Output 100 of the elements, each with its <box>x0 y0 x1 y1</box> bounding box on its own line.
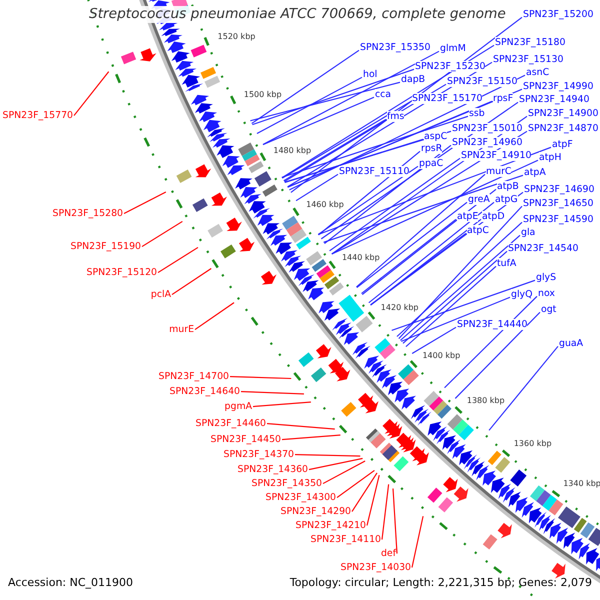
gene-label: rpsR <box>421 142 442 154</box>
leader-line <box>282 44 494 178</box>
leader-line <box>318 166 418 235</box>
leader-line <box>230 376 292 380</box>
leader-line <box>262 50 440 145</box>
leader-line <box>370 218 482 306</box>
gene-label: asnC <box>526 66 550 78</box>
leader-line <box>454 312 540 399</box>
leader-line <box>289 74 526 190</box>
gene-label: glyS <box>536 272 556 282</box>
leader-line <box>332 160 538 254</box>
gene-label: SPN23F_14960 <box>452 136 522 148</box>
gene-label: ssb <box>469 108 485 118</box>
leader-line <box>352 472 378 512</box>
leader-line <box>402 250 508 344</box>
gene-label: fms <box>387 110 404 122</box>
leader-line <box>412 326 456 354</box>
leader-line <box>400 234 520 341</box>
gene-label: SPN23F_15350 <box>360 42 430 52</box>
leader-line <box>262 96 374 146</box>
gene-label: atpC <box>467 224 489 236</box>
leader-line <box>488 346 558 431</box>
leader-line <box>318 150 420 236</box>
gene-label: cca <box>375 88 392 100</box>
leader-line <box>251 50 360 124</box>
gene-label: atpH <box>539 152 562 162</box>
gene-label: SPN23F_14030 <box>340 562 411 572</box>
leader-line <box>401 296 510 342</box>
leader-line <box>282 100 412 179</box>
leader-line <box>282 434 340 440</box>
gene-label: SPN23F_14700 <box>158 370 229 382</box>
leader-line <box>366 475 380 526</box>
leader-line <box>252 68 414 126</box>
leader-line <box>392 488 398 554</box>
leader-line <box>172 268 212 295</box>
leader-line <box>284 130 452 183</box>
leader-line <box>368 202 494 304</box>
gene-label: SPN23F_14360 <box>238 464 308 474</box>
gene-label: SPN23F_15110 <box>339 166 410 176</box>
gene-label: SPN23F_15170 <box>412 92 482 104</box>
leader-line <box>287 88 522 188</box>
scale-label: 1420 kbp <box>380 303 418 314</box>
leader-line <box>158 246 198 274</box>
leader-line <box>362 188 496 295</box>
gene-label: hol <box>363 68 378 80</box>
gene-label: SPN23F_14640 <box>170 386 240 396</box>
leader-line <box>256 76 362 134</box>
gene-label: SPN23F_15180 <box>495 36 566 48</box>
gene-label: SPN23F_14460 <box>196 418 266 428</box>
leader-line <box>284 138 424 184</box>
gene-label: atpF <box>552 138 573 150</box>
gene-label: SPN23F_15010 <box>452 122 522 134</box>
leader-line <box>336 470 375 498</box>
scale-label: 1400 kbp <box>422 350 460 361</box>
gene-label: aspC <box>424 130 448 142</box>
gene-label: SPN23F_14450 <box>210 434 281 444</box>
leader-line <box>329 158 460 252</box>
gene-label: guaA <box>559 338 584 348</box>
leader-line <box>194 302 234 330</box>
scale-label: 1460 kbp <box>306 200 344 210</box>
leader-line <box>74 71 110 116</box>
scale-label: 1440 kbp <box>342 252 380 263</box>
gene-label: atpG <box>495 194 518 204</box>
gene-label: SPN23F_15150 <box>447 76 518 86</box>
leader-line <box>322 460 366 484</box>
leader-line <box>381 484 390 540</box>
leader-line <box>252 402 311 408</box>
leader-line <box>356 202 468 288</box>
gene-label: atpD <box>482 210 505 222</box>
leader-line <box>392 280 536 331</box>
gene-label: murC <box>486 166 512 176</box>
leader-line <box>318 146 552 235</box>
gene-label: pclA <box>150 288 171 300</box>
leader-line <box>324 144 452 244</box>
gene-label: SPN23F_14210 <box>296 520 366 530</box>
gene-label: atpA <box>524 166 546 178</box>
leader-line <box>288 100 492 188</box>
gene-label: SPN23F_14900 <box>528 108 598 118</box>
gene-label: SPN23F_14110 <box>310 534 381 544</box>
leader-line <box>142 220 183 248</box>
gene-label: greA <box>468 194 490 204</box>
scale-label: 1500 kbp <box>244 90 282 100</box>
leader-line <box>282 116 468 178</box>
gene-label: SPN23F_14290 <box>280 506 351 516</box>
leader-line <box>323 174 524 243</box>
leader-line <box>290 16 522 193</box>
leader-line <box>444 296 538 388</box>
gene-label: SPN23F_14540 <box>508 242 578 254</box>
gene-label: SPN23F_14690 <box>524 184 594 194</box>
gene-label: SPN23F_14650 <box>523 198 594 208</box>
leader-line <box>370 232 466 306</box>
gene-label: def <box>380 548 396 558</box>
gene-label: SPN23F_15770 <box>2 110 73 120</box>
gene-label: SPN23F_14300 <box>266 492 336 502</box>
gene-label: SPN23F_14350 <box>252 478 322 488</box>
leader-line <box>411 516 424 568</box>
gene-label: SPN23F_15280 <box>52 208 123 218</box>
leader-line <box>361 218 456 294</box>
gene-label: glmM <box>440 42 466 54</box>
gene-label: SPN23F_14870 <box>528 122 598 134</box>
